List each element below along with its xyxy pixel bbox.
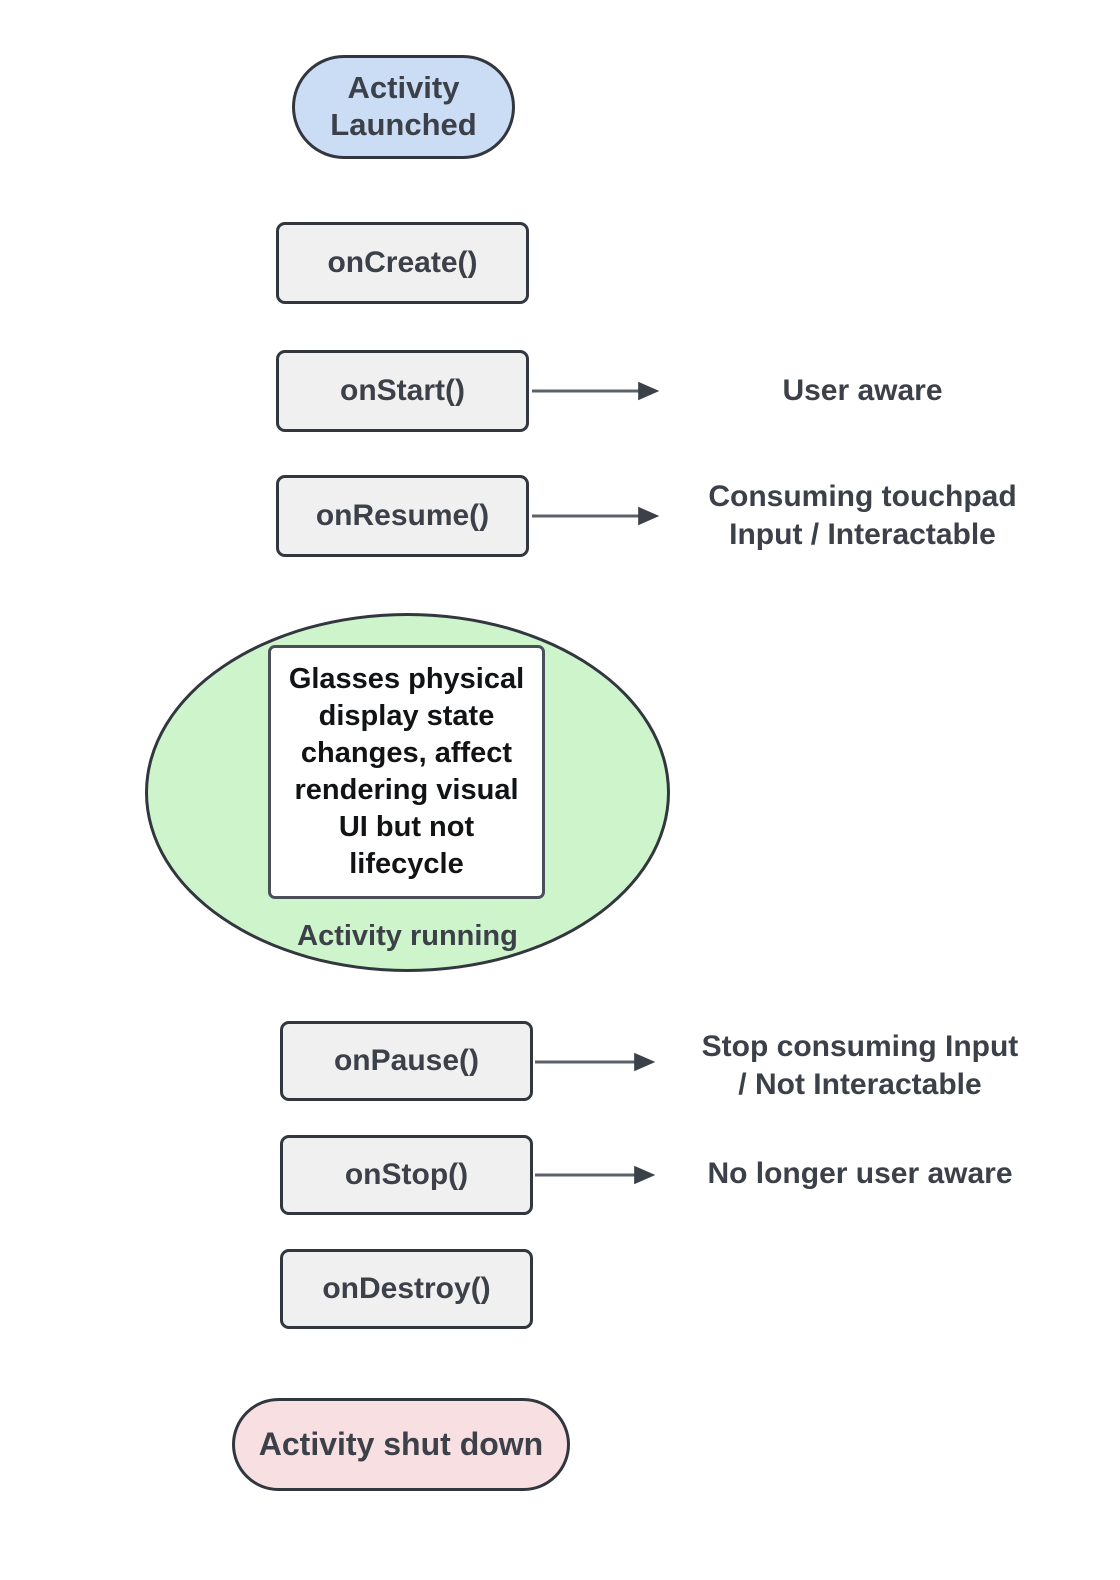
node-ondestroy[interactable]: onDestroy() <box>280 1249 533 1329</box>
node-onpause[interactable]: onPause() <box>280 1021 533 1101</box>
annotation-user-aware: User aware <box>782 374 943 407</box>
node-onresume[interactable]: onResume() <box>276 475 529 557</box>
node-activity-shut-down[interactable]: Activity shut down <box>232 1398 570 1491</box>
annotation-consuming-touchpad-input: Consuming touchpad Input / Interactable <box>708 480 1017 551</box>
node-onstart[interactable]: onStart() <box>276 350 529 432</box>
node-activity-running-label: Activity running <box>297 920 518 952</box>
node-onstop[interactable]: onStop() <box>280 1135 533 1215</box>
node-oncreate[interactable]: onCreate() <box>276 222 529 304</box>
note-glasses-display-state: Glasses physical display state changes, … <box>268 645 545 899</box>
annotation-stop-consuming-input: Stop consuming Input / Not Interactable <box>701 1030 1019 1101</box>
annotation-no-longer-user-aware: No longer user aware <box>707 1157 1013 1190</box>
node-activity-launched[interactable]: Activity Launched <box>292 55 515 159</box>
